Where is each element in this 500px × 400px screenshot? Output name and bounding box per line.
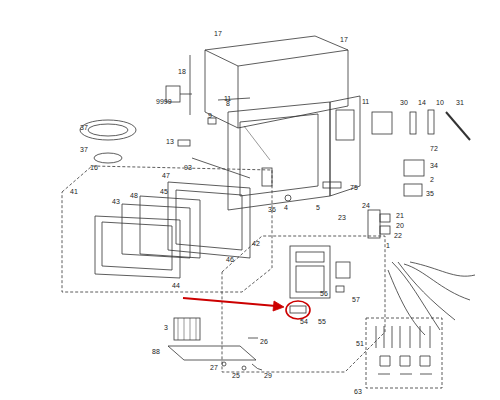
callout-number: 72 <box>430 145 438 153</box>
wire-harness <box>388 262 475 335</box>
connector <box>336 286 344 292</box>
callout-number: 47 <box>162 172 170 180</box>
screws <box>376 326 432 374</box>
callout-number: 27 <box>210 364 218 372</box>
foot <box>222 362 226 366</box>
callout-number: 63 <box>354 388 362 396</box>
callout-number: 29 <box>264 372 272 380</box>
control-panel <box>290 246 330 298</box>
choke-strip <box>192 158 250 178</box>
callout-number: 10 <box>436 99 444 107</box>
callout-number: 57 <box>352 296 360 304</box>
callout-number: 34 <box>430 162 438 170</box>
callout-number: 43 <box>112 198 120 206</box>
callout-number: 9999 <box>156 98 172 106</box>
glass-tray <box>80 120 136 140</box>
callout-number: 18 <box>178 68 186 76</box>
wrapper-top <box>205 36 348 66</box>
callout-number: 56 <box>320 290 328 298</box>
label-leader <box>180 94 192 95</box>
callout-number: 37 <box>80 146 88 154</box>
wrapper-leader <box>190 55 191 115</box>
callout-number: 45 <box>160 188 168 196</box>
callout-number: 54 <box>300 318 308 326</box>
callout-number: 36 <box>268 206 276 214</box>
callout-number: 46 <box>226 256 234 264</box>
callout-number: 88 <box>152 348 160 356</box>
roller-ring <box>94 153 122 163</box>
rod <box>218 98 250 100</box>
callout-number: 23 <box>338 214 346 222</box>
callout-number: 8 <box>226 100 230 108</box>
door-button <box>290 306 306 313</box>
cavity-opening <box>240 114 318 196</box>
callout-number: 14 <box>418 99 426 107</box>
switch <box>380 214 390 222</box>
fuse <box>410 112 416 134</box>
callout-number: 4 <box>284 204 288 212</box>
brackets <box>248 338 262 370</box>
callout-number: 22 <box>394 232 402 240</box>
callout-number: 11 <box>362 98 369 106</box>
door-window <box>102 222 172 270</box>
callout-number: 21 <box>396 212 404 220</box>
callout-number: 41 <box>70 188 78 196</box>
callout-number: 17 <box>214 30 222 38</box>
door-panel <box>95 216 180 278</box>
cavity-edge <box>244 126 270 160</box>
roller <box>178 140 190 146</box>
tray-rim <box>88 124 128 136</box>
callout-number: 51 <box>356 340 364 348</box>
callout-number: 5 <box>316 204 320 212</box>
capacitor <box>404 160 424 176</box>
display <box>296 252 324 262</box>
callout-number: 55 <box>318 318 326 326</box>
wrapper-side <box>205 50 238 128</box>
arrow-head <box>273 301 284 311</box>
callout-number: 35 <box>426 190 434 198</box>
callout-number: 30 <box>400 99 408 107</box>
door-group <box>62 166 272 292</box>
switch <box>380 226 390 234</box>
callout-number: 25 <box>232 372 240 380</box>
control-housing <box>330 96 360 196</box>
waveguide-cover <box>262 168 272 186</box>
diode <box>404 184 422 196</box>
callout-number: 48 <box>130 192 138 200</box>
keypad <box>296 266 324 292</box>
callout-number: 16 <box>90 164 98 172</box>
callout-number: 24 <box>362 202 370 210</box>
callout-number: 2 <box>430 176 434 184</box>
screw-kit <box>366 318 442 388</box>
transformer-core <box>178 318 196 340</box>
latch <box>323 182 341 188</box>
callout-number: 31 <box>456 99 464 107</box>
pcb <box>336 262 350 278</box>
interlock-switches <box>368 210 380 238</box>
fan-motor <box>372 112 392 134</box>
callout-number: 42 <box>252 240 260 248</box>
callout-number: 13 <box>166 138 174 146</box>
callout-number: 26 <box>260 338 268 346</box>
callout-number: 75 <box>350 184 358 192</box>
control-board <box>336 110 354 140</box>
callout-number: 44 <box>172 282 180 290</box>
callout-number: 20 <box>396 222 404 230</box>
highlight-circle <box>286 301 310 319</box>
base-plate <box>168 346 256 360</box>
callout-number: 3 <box>164 324 168 332</box>
transformer <box>174 318 200 340</box>
callout-number: 17 <box>340 36 348 44</box>
cavity-front <box>228 102 330 210</box>
bracket <box>428 110 434 134</box>
lamp <box>285 195 291 201</box>
highlight-arrow <box>183 298 276 306</box>
callout-number: 1 <box>386 242 390 250</box>
callout-number: 37 <box>80 124 88 132</box>
callout-number: 9 <box>208 112 212 120</box>
thermistor <box>446 112 470 140</box>
callout-number: 93 <box>184 164 192 172</box>
foot <box>242 366 246 370</box>
